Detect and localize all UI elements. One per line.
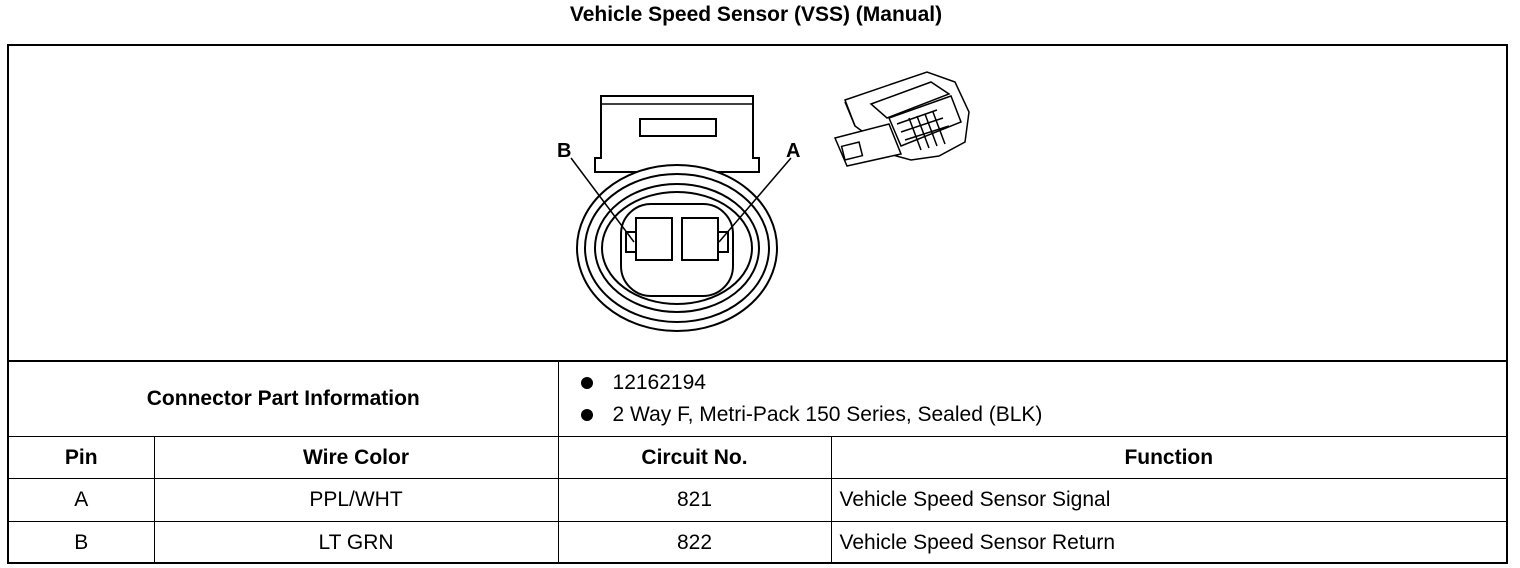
pin-label-b: B <box>557 140 571 162</box>
connector-info-label: Connector Part Information <box>9 361 559 437</box>
connector-info-item: 12162194 <box>580 367 1507 399</box>
header-function: Function <box>830 436 1507 479</box>
connector-info-row: Connector Part Information 12162194 2 Wa… <box>9 361 1507 437</box>
part-description: 2 Way F, Metri-Pack 150 Series, Sealed (… <box>612 403 1043 426</box>
connector-info-item: 2 Way F, Metri-Pack 150 Series, Sealed (… <box>580 399 1507 431</box>
table-row: B LT GRN 822 Vehicle Speed Sensor Return <box>9 521 1507 564</box>
part-number: 12162194 <box>612 371 706 394</box>
connector-drawing: B A <box>9 46 1506 361</box>
page-title: Vehicle Speed Sensor (VSS) (Manual) <box>569 3 943 26</box>
bullet-icon <box>580 409 593 421</box>
header-pin: Pin <box>9 436 155 479</box>
table-header-row: Pin Wire Color Circuit No. Function <box>9 436 1507 479</box>
header-circuit-no: Circuit No. <box>557 436 832 479</box>
connector-info-list: 12162194 2 Way F, Metri-Pack 150 Series,… <box>557 361 1507 437</box>
cell-pin: A <box>9 478 155 522</box>
cell-pin: B <box>9 521 155 564</box>
cell-wire-color: PPL/WHT <box>153 478 559 522</box>
header-wire-color: Wire Color <box>153 436 559 479</box>
connector-face-illustration: B A <box>557 71 970 332</box>
cell-function: Vehicle Speed Sensor Return <box>830 521 1507 564</box>
cell-circuit-no: 822 <box>557 521 832 564</box>
cell-function: Vehicle Speed Sensor Signal <box>830 478 1507 522</box>
pinout-table: Connector Part Information 12162194 2 Wa… <box>9 361 1507 564</box>
table-row: A PPL/WHT 821 Vehicle Speed Sensor Signa… <box>9 478 1507 522</box>
pin-label-a: A <box>786 140 800 162</box>
connector-perspective-illustration <box>833 71 970 167</box>
bullet-icon <box>580 377 593 389</box>
cell-wire-color: LT GRN <box>153 521 559 564</box>
connector-sheet: B A <box>7 44 1508 564</box>
cell-circuit-no: 821 <box>557 478 832 522</box>
